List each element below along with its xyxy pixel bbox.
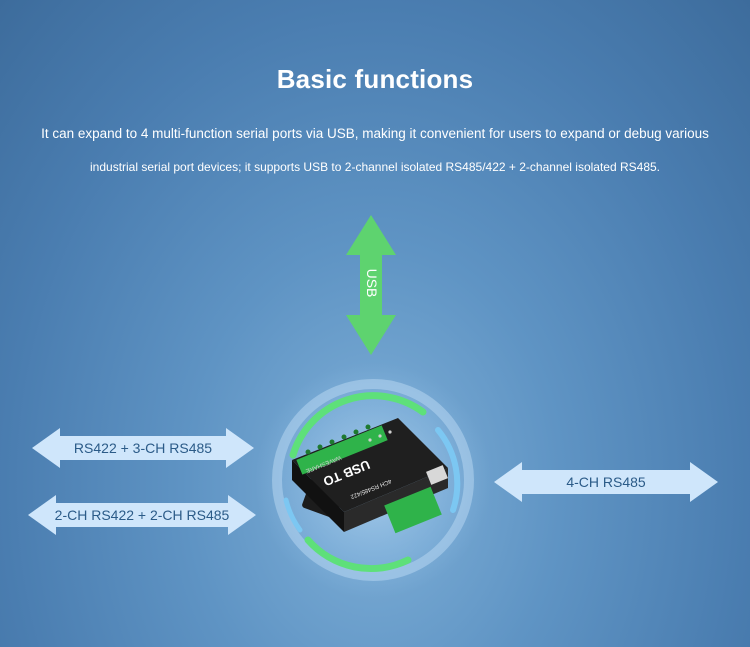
description-line-1: It can expand to 4 multi-function serial…: [41, 126, 709, 141]
description-line-2: industrial serial port devices; it suppo…: [90, 160, 660, 174]
left-top-arrow-icon: [32, 428, 254, 468]
usb-arrow-icon: [346, 215, 396, 355]
left-bottom-arrow-label: 2-CH RS422 + 2-CH RS485: [54, 507, 230, 523]
page-title: Basic functions: [276, 64, 474, 94]
right-arrow-icon: [494, 462, 718, 502]
right-arrow-label: 4-CH RS485: [566, 474, 646, 490]
usb-label: USB: [364, 268, 380, 298]
left-bottom-arrow-icon: [28, 495, 256, 535]
left-top-arrow-label: RS422 + 3-CH RS485: [73, 440, 213, 456]
usb-to-rs485-device: USB TO 4CH RS485/422 WAVESHARE: [255, 362, 491, 598]
